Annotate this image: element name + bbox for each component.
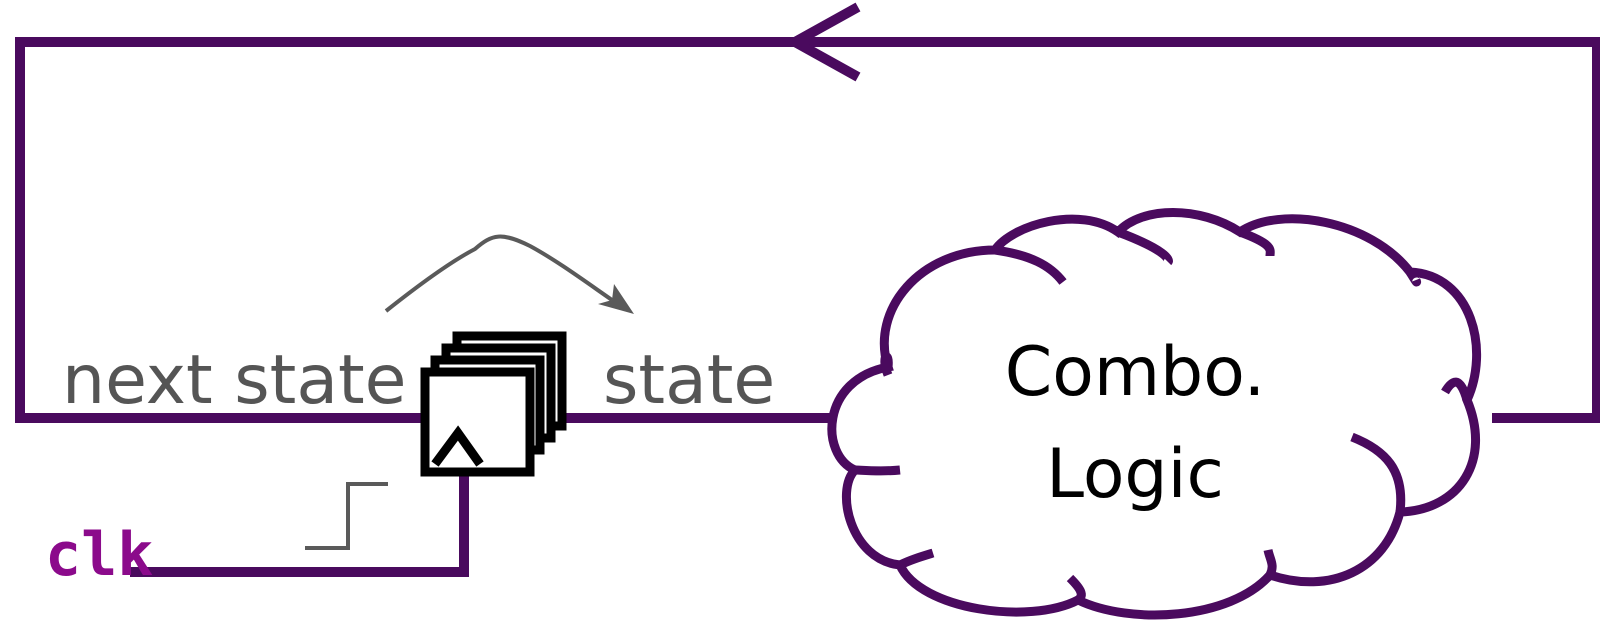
rising-edge-icon (305, 482, 388, 550)
combo-logic-line2: Logic (1046, 435, 1224, 514)
curved-arrow-head (598, 284, 634, 314)
clock-wire (130, 470, 469, 577)
clock-edge-triangle-icon (431, 425, 484, 467)
cloud-icon (827, 208, 1482, 620)
combo-logic-line1: Combo. (1005, 333, 1266, 412)
next-state-label: next state (62, 341, 407, 420)
register-stack-icon (420, 331, 567, 477)
curved-arrow-icon (384, 234, 614, 313)
state-label: state (603, 341, 775, 420)
feedback-loop-wire (15, 37, 1600, 423)
clk-label: clk (45, 520, 153, 590)
arrowhead-left-icon (784, 2, 861, 82)
